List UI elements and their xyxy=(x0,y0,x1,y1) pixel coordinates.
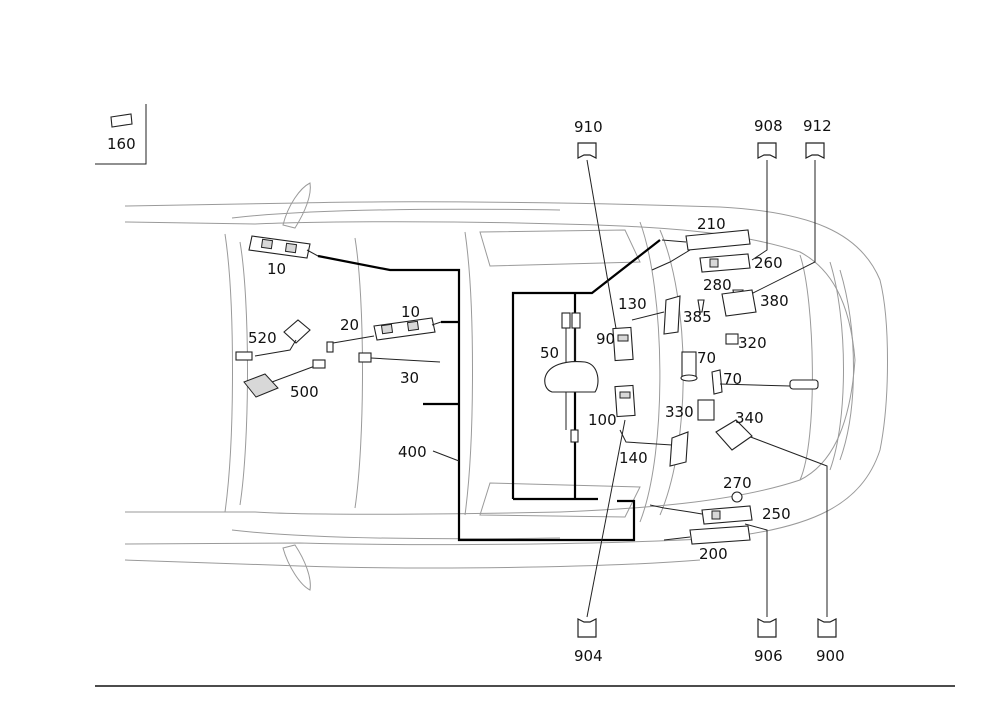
connector-symbols xyxy=(577,142,837,638)
label-500: 500 xyxy=(290,383,319,401)
label-50: 50 xyxy=(540,344,559,362)
label-380: 380 xyxy=(760,292,789,310)
part-380 xyxy=(721,289,757,317)
part-130 xyxy=(631,295,681,335)
label-connector-910: 910 xyxy=(574,118,603,136)
label-330: 330 xyxy=(665,403,694,421)
part-260 xyxy=(699,253,751,273)
part-50 xyxy=(544,312,599,443)
connector-910-icon xyxy=(577,142,597,159)
part-320 xyxy=(725,333,739,345)
part-70-b xyxy=(711,369,819,395)
label-connector-900: 900 xyxy=(816,647,845,665)
legend-part-icon xyxy=(110,113,133,128)
label-connector-908: 908 xyxy=(754,117,783,135)
part-500 xyxy=(243,359,326,398)
connector-908-icon xyxy=(757,142,777,159)
label-340: 340 xyxy=(735,409,764,427)
part-100 xyxy=(614,384,636,418)
parts xyxy=(235,229,819,545)
connector-904-icon xyxy=(577,618,597,638)
part-340 xyxy=(715,419,753,451)
mirror-top xyxy=(282,182,311,229)
label-320: 320 xyxy=(738,334,767,352)
label-connector-912: 912 xyxy=(803,117,832,135)
label-520: 520 xyxy=(248,329,277,347)
label-100: 100 xyxy=(588,411,617,429)
part-210 xyxy=(651,229,751,271)
part-10-center xyxy=(373,317,442,341)
part-70-a xyxy=(680,351,698,382)
part-250 xyxy=(649,504,753,525)
label-200: 200 xyxy=(699,545,728,563)
label-280: 280 xyxy=(703,276,732,294)
connector-906-icon xyxy=(757,618,777,638)
part-270 xyxy=(731,491,743,503)
part-520 xyxy=(235,319,311,361)
label-250: 250 xyxy=(762,505,791,523)
label-30: 30 xyxy=(400,369,419,387)
label-connector-904: 904 xyxy=(574,647,603,665)
connector-912-icon xyxy=(805,142,825,159)
label-400: 400 xyxy=(398,443,427,461)
label-10-left: 10 xyxy=(267,260,286,278)
connector-900-icon xyxy=(817,618,837,638)
label-10-center: 10 xyxy=(401,303,420,321)
label-140: 140 xyxy=(619,449,648,467)
part-200 xyxy=(663,525,751,545)
connector-leaders xyxy=(432,159,828,618)
mirror-bottom xyxy=(282,544,311,591)
connector-labels: 910 908 912 904 906 900 xyxy=(574,117,845,665)
label-70-b: 70 xyxy=(723,370,742,388)
label-270: 270 xyxy=(723,474,752,492)
part-10-left xyxy=(248,235,319,259)
part-90 xyxy=(612,326,634,362)
car-outline xyxy=(124,182,888,591)
label-210: 210 xyxy=(697,215,726,233)
callout-labels: 160 10 10 20 520 30 500 400 50 90 100 13… xyxy=(107,135,791,563)
part-140 xyxy=(619,429,689,467)
part-30 xyxy=(358,352,441,363)
part-20 xyxy=(326,335,375,353)
label-385: 385 xyxy=(683,308,712,326)
label-connector-906: 906 xyxy=(754,647,783,665)
label-160: 160 xyxy=(107,135,136,153)
label-260: 260 xyxy=(754,254,783,272)
label-70-a: 70 xyxy=(697,349,716,367)
label-20: 20 xyxy=(340,316,359,334)
part-330 xyxy=(697,399,715,421)
label-130: 130 xyxy=(618,295,647,313)
part-385 xyxy=(697,299,705,313)
label-90: 90 xyxy=(596,330,615,348)
legend-160 xyxy=(95,104,147,165)
